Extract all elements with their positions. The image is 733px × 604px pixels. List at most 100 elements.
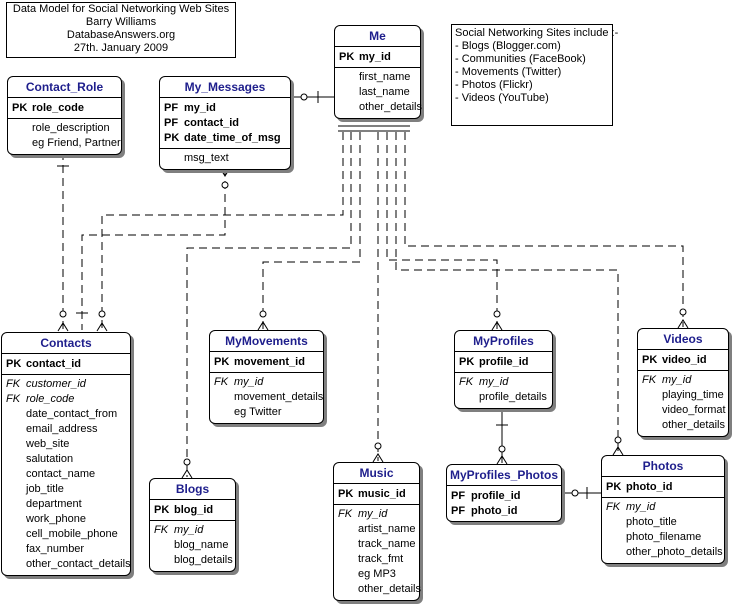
- attribute-row: other_photo_details: [602, 545, 724, 560]
- column-name: track_fmt: [358, 553, 404, 565]
- column-name: blog_details: [174, 554, 233, 566]
- relationship-line: [386, 132, 498, 329]
- sites-note-line: Social Networking Sites include :-: [455, 27, 619, 39]
- key-type-tag: PK: [6, 358, 22, 370]
- entity-title: Contacts: [2, 333, 130, 354]
- column-name: my_id: [479, 376, 509, 388]
- column-name: eg Twitter: [234, 406, 282, 418]
- column-name: playing_time: [662, 389, 724, 401]
- column-name: photo_id: [471, 505, 518, 517]
- attribute-row: track_name: [334, 537, 419, 552]
- key-type-tag: PK: [164, 132, 180, 144]
- attribute-row: photo_title: [602, 515, 724, 530]
- optional-circle: [221, 181, 229, 189]
- optional-circle: [679, 308, 687, 316]
- attribute-row: department: [2, 497, 130, 512]
- attribute-row: other_details: [335, 100, 422, 115]
- column-name: video_id: [662, 354, 707, 366]
- attribute-row: other_details: [334, 582, 421, 597]
- column-name: photo_filename: [626, 531, 702, 543]
- title-note-line: Data Model for Social Networking Web Sit…: [12, 3, 230, 15]
- sites-note-line: - Blogs (Blogger.com): [455, 40, 561, 52]
- attribute-row: msg_text: [160, 151, 290, 166]
- entity-title: Me: [335, 26, 420, 47]
- column-name: contact_name: [26, 468, 96, 480]
- crows-foot: [491, 321, 503, 331]
- key-type-tag: PK: [606, 481, 622, 493]
- column-name: track_name: [358, 538, 416, 550]
- column-name: movement_details: [234, 391, 324, 403]
- column-name: artist_name: [358, 523, 416, 535]
- column-name: my_id: [358, 508, 388, 520]
- title-note-line: DatabaseAnswers.org: [66, 29, 176, 41]
- column-name: contact_id: [26, 358, 82, 370]
- key-type-tag: PK: [459, 356, 475, 368]
- sites-note-line: - Videos (YouTube): [455, 92, 549, 104]
- column-name: other_details: [358, 583, 421, 595]
- column-name: eg Friend, Partner: [32, 137, 121, 149]
- optional-circle: [614, 436, 622, 444]
- attribute-row: salutation: [2, 452, 130, 467]
- attribute-row: track_fmt: [334, 552, 419, 567]
- attribute-row: date_contact_from: [2, 407, 130, 422]
- attribute-row: fax_number: [2, 542, 130, 557]
- attribute-row: blog_name: [150, 538, 235, 553]
- crows-foot: [677, 319, 689, 329]
- column-name: my_id: [234, 376, 264, 388]
- entity-title: Blogs: [150, 479, 235, 500]
- entity-title: Contact_Role: [8, 77, 121, 98]
- key-column-row: PK photo_id: [602, 480, 724, 495]
- optional-circle: [498, 445, 506, 453]
- entity-title: Videos: [638, 329, 728, 350]
- key-type-tag: PK: [12, 102, 28, 114]
- key-type-tag: PK: [154, 504, 170, 516]
- column-name: photo_id: [626, 481, 673, 493]
- attribute-row: work_phone: [2, 512, 130, 527]
- key-type-tag: PK: [338, 488, 354, 500]
- attribute-row: last_name: [335, 85, 420, 100]
- attribute-row: first_name: [335, 70, 420, 85]
- column-name: music_id: [358, 488, 406, 500]
- attribute-row: blog_details: [150, 553, 235, 568]
- entity-keys-section: PK photo_id: [602, 477, 724, 498]
- optional-circle: [183, 458, 191, 466]
- key-type-tag: PF: [164, 102, 179, 114]
- crows-foot: [219, 167, 231, 177]
- column-name: first_name: [359, 71, 411, 83]
- attribute-row: eg Twitter: [210, 405, 323, 420]
- column-name: contact_id: [184, 117, 240, 129]
- column-name: msg_text: [184, 152, 229, 164]
- key-type-tag: PK: [214, 356, 230, 368]
- column-name: other_contact_details: [26, 558, 131, 570]
- attribute-row: other_contact_details: [2, 557, 131, 572]
- column-name: my_id: [626, 501, 656, 513]
- crows-foot: [372, 453, 384, 463]
